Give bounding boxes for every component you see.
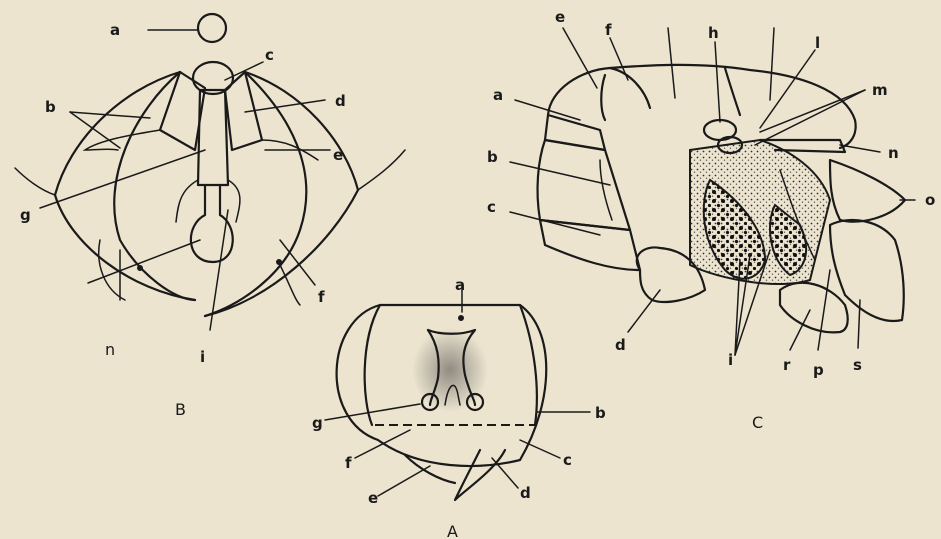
b-label-f: f (318, 288, 325, 306)
c-label-r: r (783, 356, 791, 374)
figure-b-drawing (15, 14, 405, 330)
b-label-b: b (45, 98, 56, 116)
c-label-n: n (888, 144, 899, 162)
c-label-a: a (493, 86, 503, 104)
c-label-b: b (487, 148, 498, 166)
c-label-o: o (925, 191, 935, 209)
a-label-g: g (312, 414, 323, 432)
c-label-l: l (815, 34, 820, 52)
b-stray-mark: n (105, 340, 115, 359)
c-label-e: e (555, 8, 565, 26)
figure-c-caption: C (752, 413, 763, 432)
c-label-h: h (708, 24, 719, 42)
figure-c-drawing (510, 28, 915, 355)
figure-a-drawing (325, 290, 590, 500)
b-part-a-circle (198, 14, 226, 42)
figure-b-caption: B (175, 400, 186, 419)
b-label-d: d (335, 92, 346, 110)
b-label-i: i (200, 348, 205, 366)
c-label-d: d (615, 336, 626, 354)
c-label-c: c (487, 198, 496, 216)
a-label-a: a (455, 276, 465, 294)
figure-b-labels: a c b d e g f i n B (20, 21, 346, 419)
c-label-i: i (728, 351, 733, 369)
b-label-a: a (110, 21, 120, 39)
b-label-e: e (333, 146, 343, 164)
a-label-b: b (595, 404, 606, 422)
b-label-g: g (20, 206, 31, 224)
c-label-p: p (813, 361, 824, 379)
c-label-f: f (605, 21, 612, 39)
a-label-e: e (368, 489, 378, 507)
c-head-dome (548, 65, 856, 148)
c-label-s: s (853, 356, 862, 374)
a-label-c: c (563, 451, 572, 469)
a-label-d: d (520, 484, 531, 502)
b-label-c: c (265, 46, 274, 64)
c-label-m: m (872, 81, 888, 99)
a-label-f: f (345, 454, 352, 472)
figure-a-caption: A (447, 522, 458, 539)
